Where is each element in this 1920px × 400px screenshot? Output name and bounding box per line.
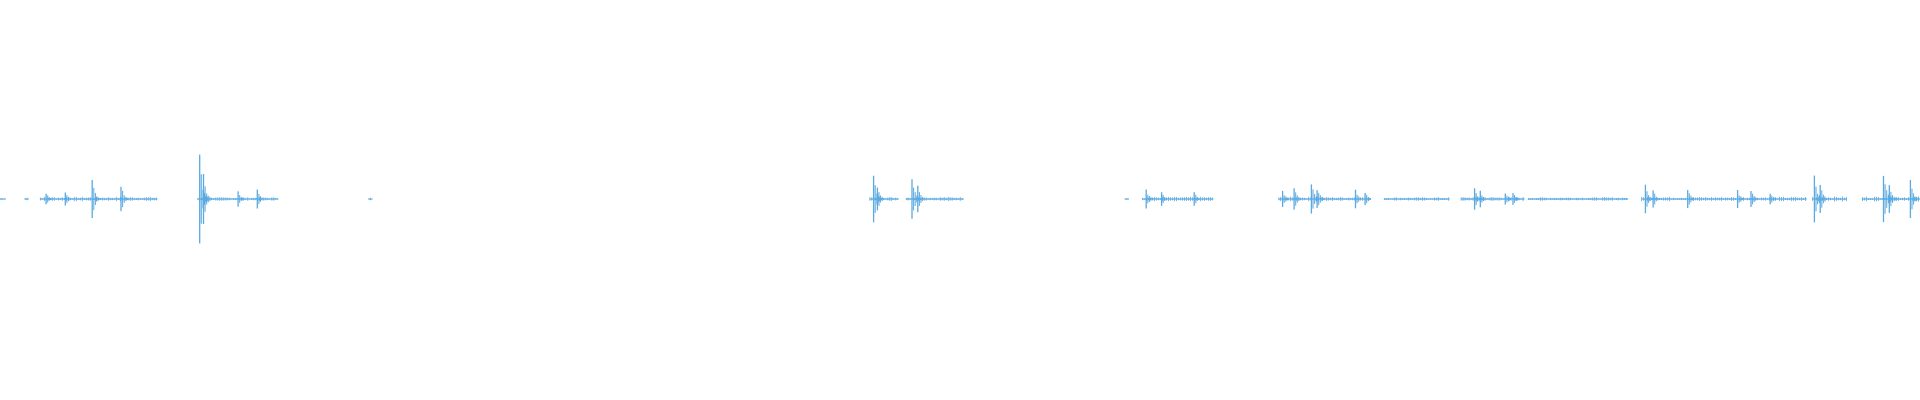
waveform-canvas[interactable]: [0, 0, 1920, 400]
waveform-view[interactable]: [0, 0, 1920, 400]
